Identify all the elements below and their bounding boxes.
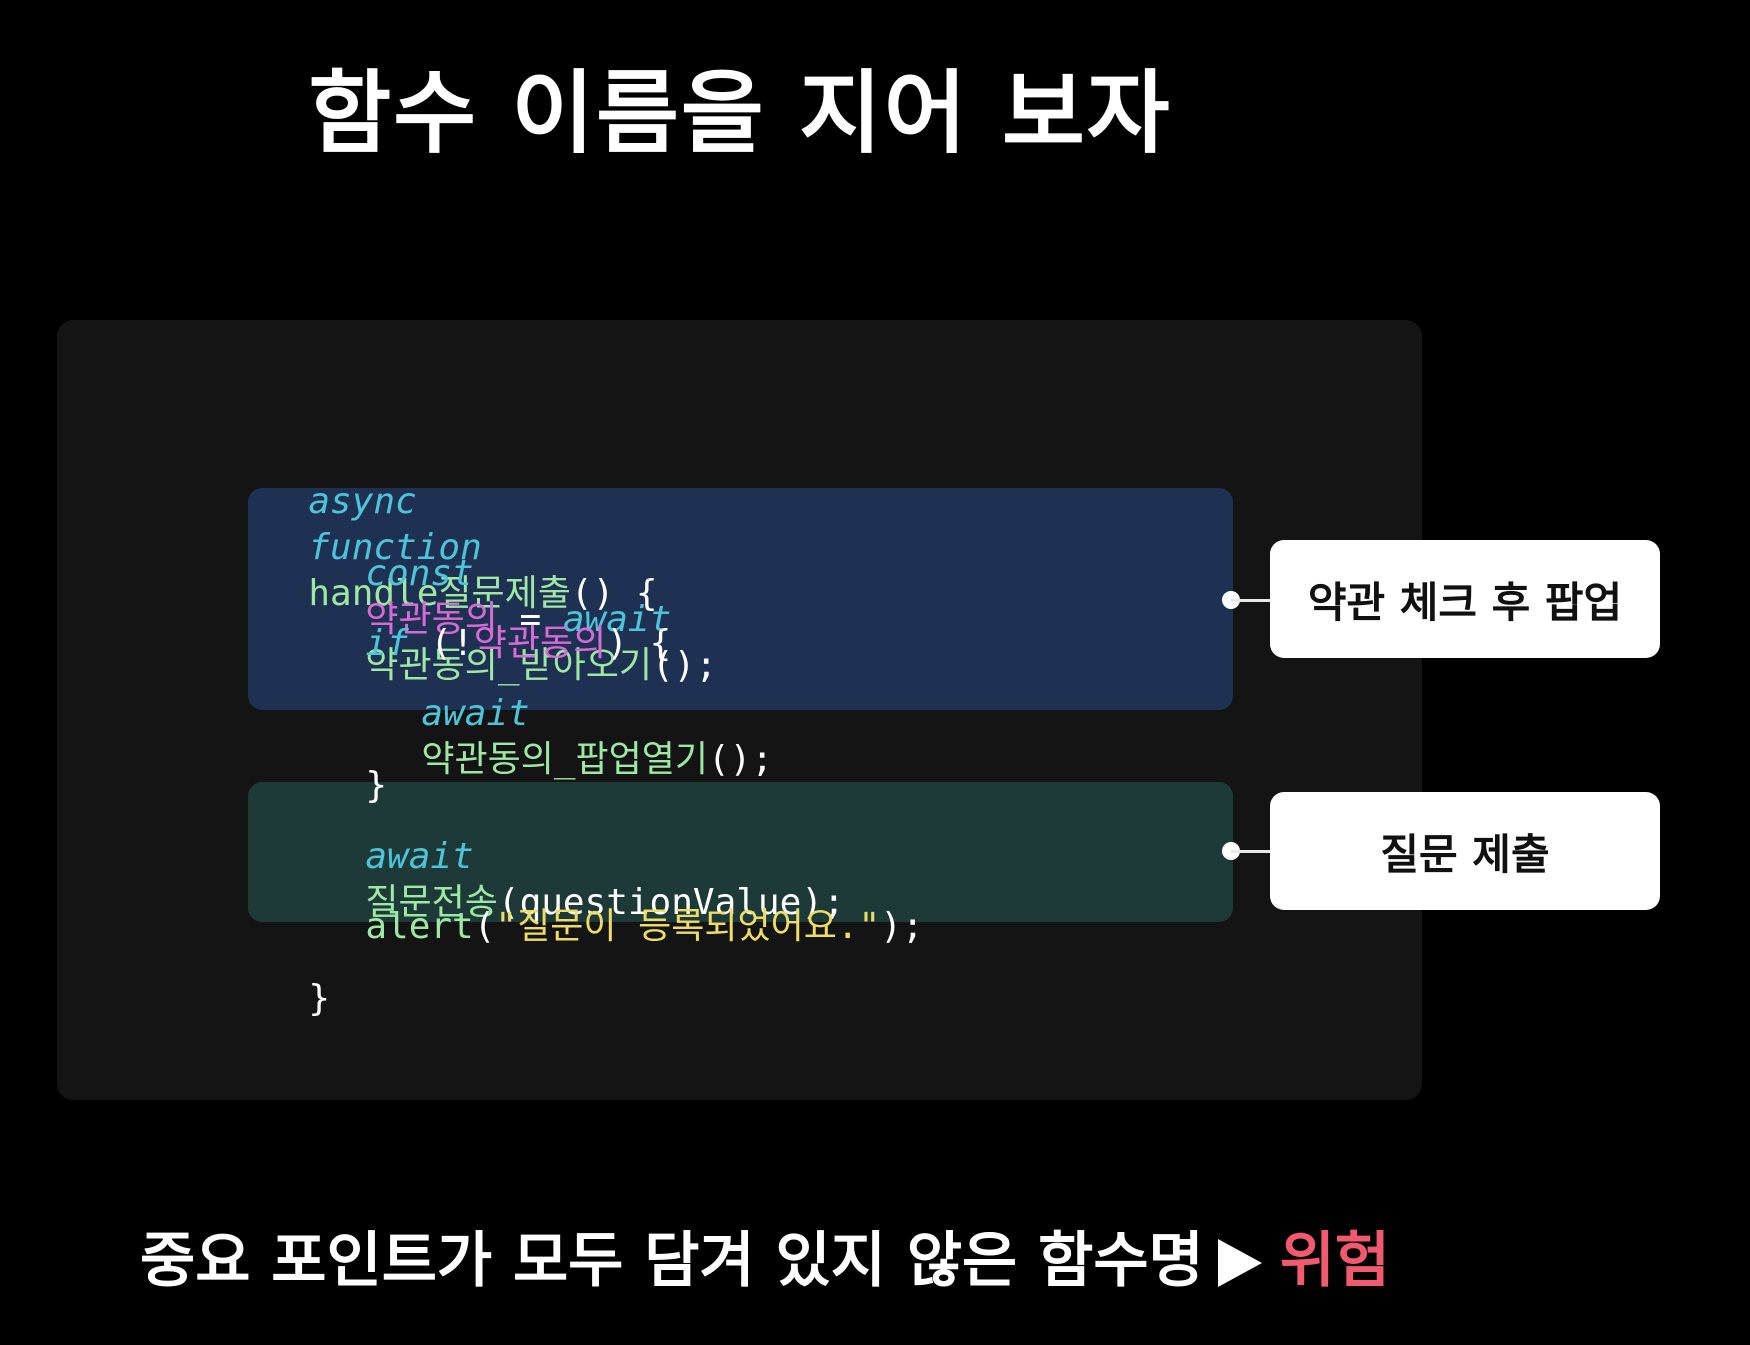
code-punctuation: ); <box>880 906 924 947</box>
code-line-close-if: } <box>322 717 387 809</box>
code-line-close-function: } <box>265 930 330 1022</box>
connector-line-submit <box>1231 850 1273 853</box>
code-line-if: if (!약관동의) { <box>322 575 671 667</box>
code-line-alert: alert("질문이 등록되었어요."); <box>322 858 924 950</box>
call-open-terms-popup: 약관동의_팝업열기 <box>421 739 708 780</box>
code-line-const-terms: const 약관동의 = await 약관동의_받아오기(); <box>322 505 717 689</box>
code-punctuation: () { <box>570 573 658 614</box>
keyword-const: const <box>365 553 474 594</box>
code-punctuation: (); <box>708 739 774 780</box>
code-brace: } <box>308 978 331 1019</box>
keyword-await: await <box>421 693 530 734</box>
code-brace: } <box>365 765 388 806</box>
code-line-send-question: await 질문전송(questionValue); <box>322 788 845 926</box>
keyword-await: await <box>365 836 474 877</box>
code-punctuation: ) { <box>606 623 672 664</box>
keyword-if: if <box>365 623 409 664</box>
code-panel <box>57 320 1422 1100</box>
question-submit-highlight <box>248 782 1233 922</box>
variable-terms: 약관동의 <box>365 599 498 640</box>
call-alert: alert <box>365 906 474 947</box>
caption-warning: 위험 <box>1279 1226 1391 1296</box>
code-punctuation: ( <box>473 906 496 947</box>
code-punctuation: (! <box>408 623 474 664</box>
keyword-await: await <box>562 599 672 640</box>
connector-line-terms <box>1231 599 1273 602</box>
terms-check-highlight <box>248 488 1233 710</box>
callout-question-submit: 질문 제출 <box>1270 792 1660 910</box>
slide-title: 함수 이름을 지어 보자 <box>308 61 1172 166</box>
code-line-function-declaration: async function handle질문제출() { <box>265 433 658 617</box>
code-operator: = <box>497 599 563 640</box>
play-arrow-icon <box>1217 1239 1262 1287</box>
keyword-async: async <box>308 481 417 522</box>
callout-terms-check: 약관 체크 후 팝업 <box>1270 540 1660 658</box>
bottom-caption: 중요 포인트가 모두 담겨 있지 않은 함수명 위험 <box>140 1212 1390 1299</box>
call-send-question: 질문전송 <box>365 882 498 923</box>
code-punctuation: (); <box>652 645 718 686</box>
keyword-function: function <box>308 527 482 568</box>
code-punctuation: (questionValue); <box>497 882 845 923</box>
string-literal: "질문이 등록되었어요." <box>495 906 881 947</box>
call-fetch-terms: 약관동의_받아오기 <box>365 645 652 686</box>
function-name: handle질문제출 <box>308 573 571 614</box>
variable-terms: 약관동의 <box>473 623 607 664</box>
caption-text: 중요 포인트가 모두 담겨 있지 않은 함수명 <box>140 1226 1204 1296</box>
code-line-open-popup: await 약관동의_팝업열기(); <box>378 645 773 783</box>
